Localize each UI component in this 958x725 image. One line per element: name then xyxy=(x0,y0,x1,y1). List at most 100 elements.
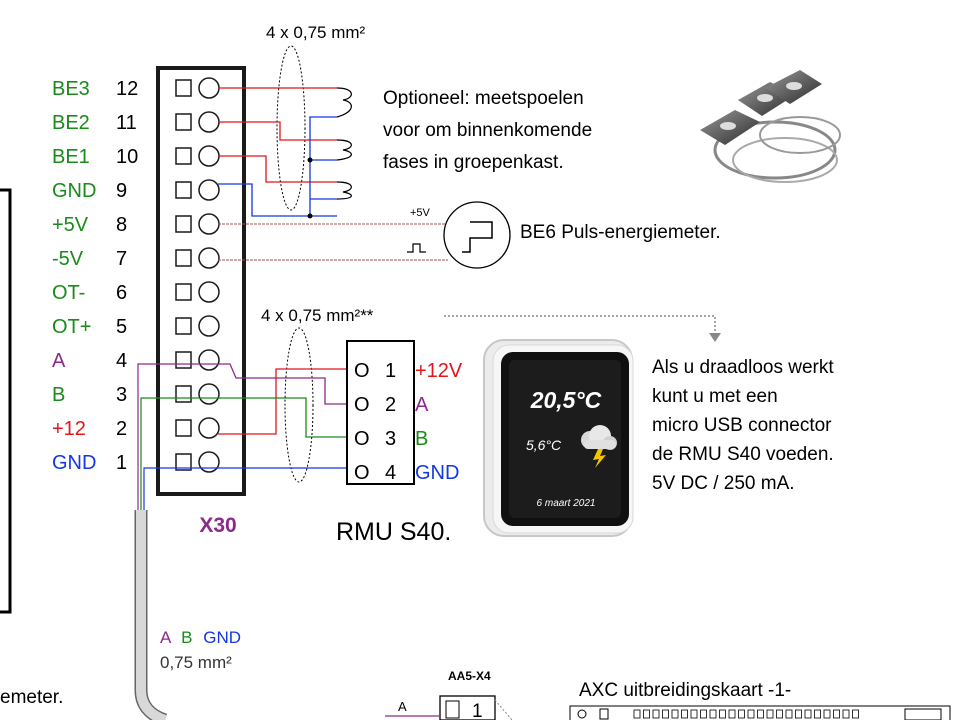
terminal-number-10: 10 xyxy=(116,146,138,168)
wireless-note-line-5: 5V DC / 250 mA. xyxy=(652,473,795,494)
terminal-name-5: OT+ xyxy=(52,316,91,338)
axc-pin xyxy=(738,709,745,719)
axc-mount-hole xyxy=(577,709,587,719)
terminal-number-5: 5 xyxy=(116,316,127,338)
terminal-square xyxy=(175,181,192,199)
rmu-terminal-number-4: 4 xyxy=(385,462,396,484)
rmu-wires xyxy=(218,363,347,469)
rmu-terminal-number-2: 2 xyxy=(385,394,396,416)
wireless-note-line-1: Als u draadloos werkt xyxy=(652,357,834,378)
lower-cable-b: B xyxy=(181,628,192,647)
rmu-terminal-label-4: GND xyxy=(415,462,459,484)
coil-bumps xyxy=(336,87,352,200)
terminal-name-6: OT- xyxy=(52,282,85,304)
terminal-name-4: A xyxy=(52,350,66,372)
rmu-terminal-block xyxy=(346,340,415,485)
controller-outline xyxy=(0,188,12,614)
rmu-device: 20,5°C 5,6°C 6 maart 2021 xyxy=(483,339,634,537)
cable-top-ellipse xyxy=(276,45,306,211)
axc-pin xyxy=(643,709,650,719)
terminal-screw xyxy=(198,77,220,99)
terminal-screw xyxy=(198,213,220,235)
terminal-screw xyxy=(198,383,220,405)
terminal-screw xyxy=(198,349,220,371)
terminal-number-3: 3 xyxy=(116,384,127,406)
rmu-terminal-label-1: +12V xyxy=(415,360,463,382)
terminal-name-10: BE1 xyxy=(52,146,90,168)
axc-pin xyxy=(690,709,698,719)
display-outdoor-temp: 5,6°C xyxy=(526,437,562,453)
axc-pin xyxy=(671,709,679,719)
axc-pin xyxy=(709,709,717,719)
axc-pin xyxy=(852,709,859,719)
terminal-square xyxy=(175,113,192,131)
axc-pin xyxy=(633,709,641,719)
terminal-number-2: 2 xyxy=(116,418,127,440)
terminal-number-1: 1 xyxy=(116,452,127,474)
terminal-screw xyxy=(198,247,220,269)
axc-pin xyxy=(785,709,793,719)
pulse-symbol xyxy=(407,243,426,253)
axc-pin xyxy=(766,709,774,719)
terminal-name-7: -5V xyxy=(52,248,84,270)
terminal-screw xyxy=(198,315,220,337)
axc-led xyxy=(599,708,609,720)
dotted-arrow-head xyxy=(709,333,721,342)
x30-label: X30 xyxy=(199,514,236,537)
meter-wires xyxy=(218,223,448,261)
current-coils-image xyxy=(700,70,841,183)
cable-top-label: 4 x 0,75 mm² xyxy=(266,23,366,42)
axc-pin xyxy=(681,709,688,719)
terminal-number-12: 12 xyxy=(116,78,138,100)
rmu-terminal-o-2: O xyxy=(354,394,370,416)
meter-plus-label: +5V xyxy=(410,207,431,219)
terminal-screw xyxy=(198,145,220,167)
lower-cable-fill xyxy=(136,510,167,725)
axc-pin xyxy=(814,709,821,719)
terminal-square xyxy=(175,283,192,301)
energy-meter-glyph xyxy=(462,221,493,253)
axc-pin xyxy=(728,709,736,719)
aa5-wire-a-label: A xyxy=(398,699,407,714)
energy-meter-label: BE6 Puls-energiemeter. xyxy=(520,222,721,243)
terminal-name-12: BE3 xyxy=(52,78,90,100)
axc-pin xyxy=(776,709,783,719)
energy-meter-circle xyxy=(443,201,511,269)
axc-pin xyxy=(823,709,831,719)
axc-pin xyxy=(833,709,840,719)
terminal-number-8: 8 xyxy=(116,214,127,236)
axc-pin xyxy=(747,709,755,719)
terminal-square xyxy=(175,419,192,437)
axc-pin xyxy=(795,709,802,719)
meter-fragment: emeter. xyxy=(0,687,63,708)
terminal-square xyxy=(175,351,192,369)
lower-cable-a: A xyxy=(160,628,172,647)
display-temp: 20,5°C xyxy=(530,387,602,413)
aa5-terminal-1 xyxy=(445,700,460,719)
terminal-screw xyxy=(198,111,220,133)
terminal-square xyxy=(175,249,192,267)
aa5-terminal-num: 1 xyxy=(472,701,483,720)
terminal-name-3: B xyxy=(52,384,65,406)
cable-mid-label: 4 x 0,75 mm²** xyxy=(261,306,374,325)
terminal-square xyxy=(175,385,192,403)
terminal-number-7: 7 xyxy=(116,248,127,270)
aa5-terminal-block xyxy=(439,695,496,721)
terminal-square xyxy=(175,147,192,165)
terminal-name-1: GND xyxy=(52,452,96,474)
terminal-name-9: GND xyxy=(52,180,96,202)
terminal-number-6: 6 xyxy=(116,282,127,304)
axc-pin xyxy=(842,709,850,719)
terminal-screw xyxy=(198,417,220,439)
lower-cable-label: A B GND xyxy=(160,628,241,647)
axc-pin xyxy=(719,709,726,719)
terminal-number-11: 11 xyxy=(116,112,137,134)
junction-dot xyxy=(307,157,313,163)
terminal-name-2: +12 xyxy=(52,418,86,440)
rmu-terminal-o-1: O xyxy=(354,360,370,382)
terminal-square xyxy=(175,317,192,335)
dotted-arrow xyxy=(444,315,716,334)
